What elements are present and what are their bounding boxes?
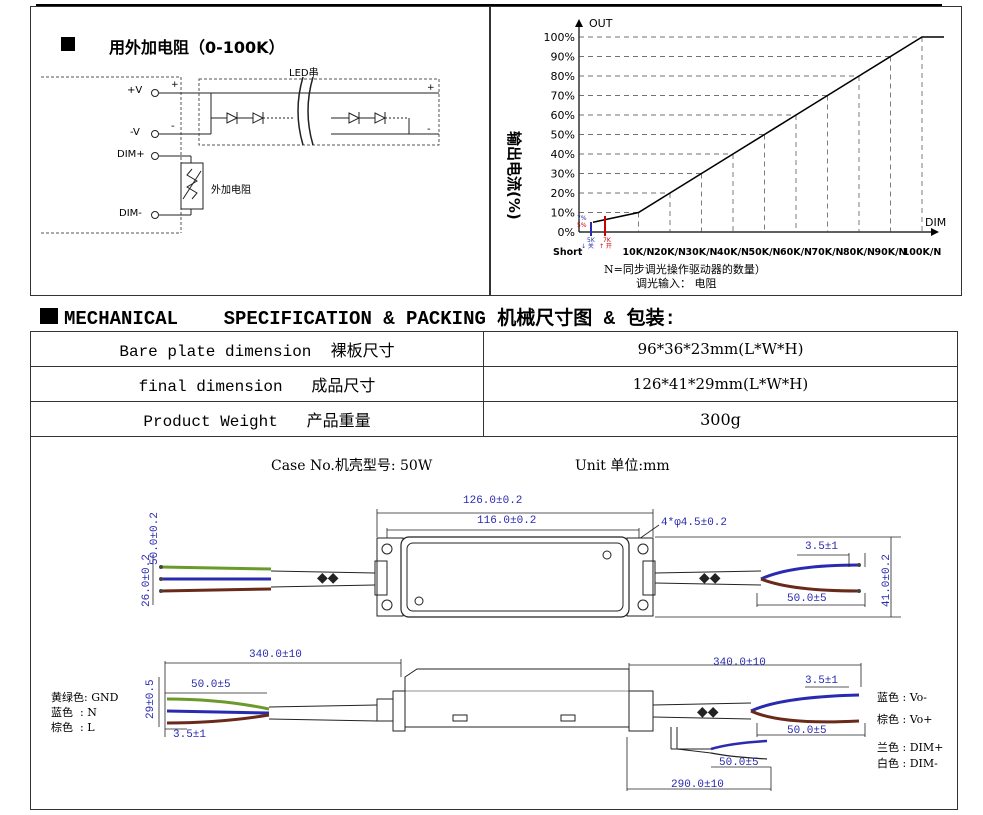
spec-row: Bare plate dimension 裸板尺寸 96*36*23mm(L*W… bbox=[30, 331, 958, 367]
y-tick-label: 30% bbox=[551, 168, 575, 181]
svg-text:◆◆: ◆◆ bbox=[317, 570, 339, 586]
legend-left-gnd: 黄绿色: GND bbox=[51, 691, 119, 704]
spec-label: Bare plate dimension 裸板尺寸 bbox=[119, 343, 395, 361]
y-tick-label: 40% bbox=[551, 148, 575, 161]
x-tick-label: 80K/N bbox=[843, 247, 875, 258]
right-minus-sign: - bbox=[427, 124, 431, 135]
v-minus-label: -V bbox=[130, 127, 140, 138]
mech-section-title: MECHANICAL SPECIFICATION & PACKING 机械尺寸图… bbox=[64, 308, 676, 330]
wiring-title: 用外加电阻（0-100K） bbox=[109, 38, 285, 57]
x-tick-label: Short bbox=[553, 247, 583, 258]
spec-label: final dimension 成品尺寸 bbox=[138, 378, 376, 396]
dim-50-dim-wire: 50.0±5 bbox=[719, 757, 759, 769]
dim-126: 126.0±0.2 bbox=[463, 495, 523, 507]
led-string-label: LED串 bbox=[289, 68, 319, 79]
y-tick-label: 80% bbox=[551, 70, 575, 83]
resistor-label: 外加电阻 bbox=[211, 185, 251, 196]
dim-left-50-side: 50.0±5 bbox=[191, 679, 231, 691]
spec-label: Product Weight 产品重量 bbox=[143, 413, 371, 431]
x-axis-label: DIM bbox=[925, 216, 946, 229]
dim-right-50-side: 50.0±5 bbox=[787, 725, 827, 737]
left-minus-sign: - bbox=[171, 121, 175, 132]
dimming-chart-panel: OUT DIM 0% 10% 20% 30% 40% 50% 60% 70% 80% 90% 100% S… bbox=[490, 6, 962, 296]
legend-right-vo-plus: 棕色 : Vo+ bbox=[877, 713, 933, 726]
wiring-square-bullet bbox=[61, 37, 75, 51]
origin-small-label: 5K bbox=[587, 237, 596, 244]
x-tick-label: 40K/N bbox=[717, 247, 749, 258]
legend-right-vo-minus: 蓝色 : Vo- bbox=[877, 691, 927, 704]
y-tick-label: 10% bbox=[551, 207, 575, 220]
spec-row: final dimension 成品尺寸 126*41*29mm(L*W*H) bbox=[30, 366, 958, 402]
y-tick-label: 60% bbox=[551, 109, 575, 122]
dimming-chart: OUT DIM 0% 10% 20% 30% 40% 50% 60% 70% 80% 90% 100% S… bbox=[544, 17, 947, 258]
y-tick-label: 90% bbox=[551, 51, 575, 64]
origin-small-label: ↓ 关 bbox=[581, 242, 594, 250]
x-axis-arrow bbox=[931, 228, 939, 236]
legend-right-dim-minus: 白色 : DIM- bbox=[877, 757, 938, 770]
top-rule bbox=[36, 4, 942, 7]
y-axis-label: OUT bbox=[589, 17, 613, 30]
dim-left-3-5-side: 3.5±1 bbox=[173, 729, 207, 741]
x-tick-label: 70K/N bbox=[811, 247, 843, 258]
spec-value: 300g bbox=[700, 409, 741, 429]
x-tick-label: 30K/N bbox=[685, 247, 717, 258]
x-tick-label: 60K/N bbox=[780, 247, 812, 258]
x-tick-label: 10K/N bbox=[622, 247, 654, 258]
case-no-label: Case No.机壳型号: 50W bbox=[271, 458, 433, 474]
x-tick-label: 90K/N bbox=[874, 247, 906, 258]
x-tick-label: 20K/N bbox=[654, 247, 686, 258]
unit-label: Unit 单位:mm bbox=[575, 458, 670, 474]
dim-116: 116.0±0.2 bbox=[477, 515, 537, 527]
dim-right-3-5: 3.5±1 bbox=[805, 541, 839, 553]
y-tick-label: 70% bbox=[551, 90, 575, 103]
mech-square-bullet bbox=[40, 308, 58, 324]
x-tick-label: 100K/N bbox=[903, 247, 942, 258]
right-plus-sign: + bbox=[427, 83, 435, 93]
dim-290: 290.0±10 bbox=[671, 779, 724, 791]
mechanical-drawing: ◆◆ ◆◆ bbox=[152, 509, 901, 791]
mechanical-drawing-box: Case No.机壳型号: 50W Unit 单位:mm ◆◆ bbox=[30, 436, 958, 810]
x-tick-label: 50K/N bbox=[748, 247, 780, 258]
origin-small-label: 5% bbox=[577, 222, 587, 229]
chart-note-line1: N=同步调光操作驱动器的数量） bbox=[604, 263, 766, 276]
origin-small-label: 7K bbox=[603, 237, 612, 244]
dim-plus-label: DIM+ bbox=[117, 149, 145, 160]
dim-right-3-5-side: 3.5±1 bbox=[805, 675, 839, 687]
dim-left-50: 50.0±0.2 bbox=[149, 512, 161, 565]
chart-note-line2: 调光输入： 电阻 bbox=[636, 277, 717, 290]
origin-small-label: 7% bbox=[577, 215, 587, 222]
wiring-diagram bbox=[41, 76, 440, 234]
dim-340-left: 340.0±10 bbox=[249, 649, 302, 661]
y-tick-label: 20% bbox=[551, 187, 575, 200]
y-tick-label: 50% bbox=[551, 129, 575, 142]
dim-right-50: 50.0±5 bbox=[787, 593, 827, 605]
chart-side-label: 输出电流(%) bbox=[505, 131, 523, 220]
v-plus-label: +V bbox=[127, 85, 143, 96]
dim-hole: 4*φ4.5±0.2 bbox=[661, 517, 728, 529]
wiring-panel: 用外加电阻（0-100K） bbox=[30, 6, 490, 296]
dim-minus-label: DIM- bbox=[119, 208, 142, 219]
legend-left-n: 蓝色 : N bbox=[51, 706, 97, 719]
spec-row: Product Weight 产品重量 300g bbox=[30, 401, 958, 437]
y-tick-label: 0% bbox=[558, 226, 575, 239]
dim-right-41: 41.0±0.2 bbox=[881, 554, 893, 607]
dim-340-right: 340.0±10 bbox=[713, 657, 766, 669]
dim-left-29: 29±0.5 bbox=[145, 679, 157, 719]
svg-text:◆◆: ◆◆ bbox=[699, 570, 721, 586]
series-line bbox=[592, 36, 944, 224]
y-tick-label: 100% bbox=[544, 31, 575, 44]
legend-left-l: 棕色 : L bbox=[51, 721, 95, 734]
left-plus-sign: + bbox=[171, 80, 179, 90]
spec-value: 96*36*23mm(L*W*H) bbox=[637, 340, 804, 358]
svg-text:◆◆: ◆◆ bbox=[697, 704, 719, 720]
y-axis-arrow bbox=[575, 19, 583, 27]
legend-right-dim-plus: 兰色 : DIM+ bbox=[877, 741, 944, 754]
spec-value: 126*41*29mm(L*W*H) bbox=[632, 375, 809, 393]
origin-small-label: ↑ 开 bbox=[599, 243, 612, 250]
